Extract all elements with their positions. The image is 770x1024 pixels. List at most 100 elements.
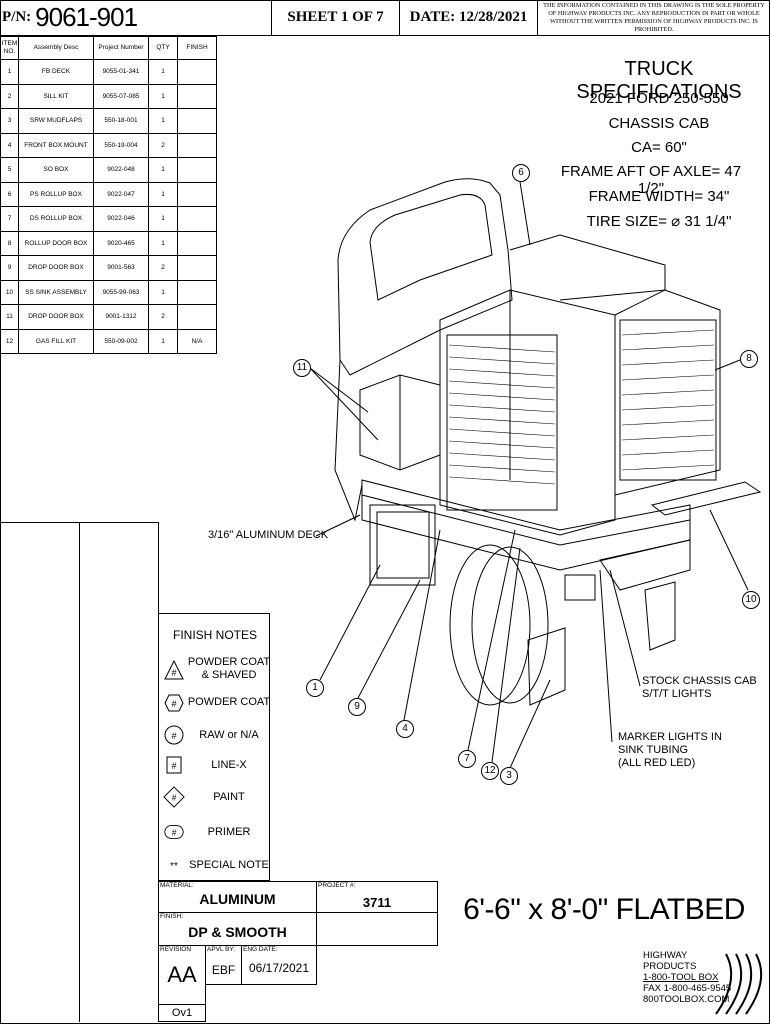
rollup-slats-right [621, 329, 715, 471]
finish-note-linex: # LINE-X [159, 752, 271, 783]
finish-note-label: RAW or N/A [199, 729, 259, 741]
bom-project-number: 9022-048 [93, 157, 149, 183]
sink [650, 481, 762, 516]
finish-note-label: SPECIAL NOTE [189, 859, 269, 871]
leader-1 [319, 564, 381, 681]
company-phone: 1-800-TOOL BOX [643, 972, 719, 983]
rollup-slats-left [448, 344, 556, 485]
part-number-label: P/N: [2, 9, 32, 25]
cab-body [337, 178, 513, 376]
part-number: P/N: 9061-901 [0, 0, 272, 36]
rollup-door-left [446, 334, 558, 511]
leader-deck [315, 514, 361, 537]
triangle-symbol-icon: # [164, 659, 184, 680]
spec-line-1: 2021 FORD 250-550 [589, 90, 729, 107]
hexagon-symbol-icon: # [164, 694, 184, 712]
proprietary-notice: THE INFORMATION CONTAINED IN THIS DRAWIN… [538, 0, 770, 36]
sheet-number: SHEET 1 OF 7 [272, 0, 400, 36]
cab-rear-window [369, 194, 493, 301]
version-value: Ov1 [171, 1007, 193, 1019]
mudflap [527, 627, 566, 706]
rear-wheel-inner [471, 546, 549, 704]
specs-title: TRUCK SPECIFICATIONS [576, 58, 742, 103]
eng-date-value: 06/17/2021 [248, 961, 310, 975]
finish-notes-title: FINISH NOTES [172, 628, 257, 642]
bom-project-number: 9001-563 [93, 255, 149, 281]
bom-qty: 1 [148, 59, 178, 85]
rollup-door-right [619, 319, 717, 481]
spec-line-6: TIRE SIZE= ⌀ 31 1/4" [586, 213, 732, 230]
project-value: 3711 [362, 895, 392, 910]
bom-qty: 1 [148, 206, 178, 232]
approval-value: EBF [211, 963, 236, 977]
revision-label: REVISION [160, 946, 192, 953]
bom-qty: 1 [148, 328, 178, 354]
finish-note-powder-shaved: # POWDER COAT & SHAVED [159, 654, 271, 685]
company-info: HIGHWAY PRODUCTS 1-800-TOOL BOX FAX 1-80… [643, 950, 731, 1005]
circle-symbol-icon: # [164, 725, 184, 745]
svg-text:#: # [171, 699, 176, 709]
leader-9 [357, 579, 421, 699]
part-number-value: 9061-901 [35, 2, 138, 32]
top-box [509, 234, 666, 316]
approval-cell: APVL BY: EBF [205, 945, 242, 985]
leader-4 [403, 529, 441, 721]
rear-wheel [449, 544, 531, 706]
callout-12: 12 [481, 762, 499, 780]
callout-4: 4 [396, 720, 414, 738]
leader-11b [309, 367, 369, 413]
finish-note-powder-coat: # POWDER COAT [159, 692, 271, 723]
finish-note-label: LINE-X [211, 759, 247, 771]
frame-block [564, 574, 596, 601]
material-cell: MATERIAL: ALUMINUM [158, 881, 317, 913]
spec-line-4: FRAME AFT OF AXLE= 47 1/2" [560, 163, 742, 197]
bom-finish [177, 255, 217, 281]
svg-text:#: # [171, 668, 176, 678]
bom-assembly-desc: SO BOX [18, 157, 94, 183]
rear-frame [599, 539, 691, 591]
finish-note-primer: # PRIMER [159, 819, 271, 850]
svg-text:#: # [172, 829, 177, 838]
rear-bracket [644, 581, 676, 651]
project-label: PROJECT #: [318, 882, 356, 889]
finish-label: FINISH: [160, 913, 184, 920]
cab-lower [334, 359, 363, 522]
finish-notes-box: FINISH NOTES # POWDER COAT & SHAVED # PO… [158, 613, 270, 881]
notice-text: THE INFORMATION CONTAINED IN THIS DRAWIN… [543, 1, 765, 33]
company-website: 800TOOLBOX.COM [643, 994, 730, 1005]
leader-8 [714, 359, 741, 371]
bom-qty: 1 [148, 157, 178, 183]
deck-plate [361, 479, 691, 571]
callout-6: 6 [512, 164, 530, 182]
finish-value: DP & SMOOTH [188, 924, 287, 940]
deck-note: 3/16" ALUMINUM DECK [208, 529, 329, 541]
stock-lights-note: STOCK CHASSIS CAB S/T/T LIGHTS [642, 675, 757, 701]
callout-7: 7 [458, 750, 476, 768]
stock-note-line-1: STOCK CHASSIS CAB [642, 675, 757, 687]
eng-date-label: ENG DATE: [243, 946, 278, 953]
finish-note-special: ** SPECIAL NOTE [159, 852, 271, 883]
project-cell: PROJECT #: 3711 [316, 881, 438, 913]
bom-finish [177, 59, 217, 85]
callout-1: 1 [306, 679, 324, 697]
leader-6 [519, 181, 531, 246]
approval-label: APVL BY: [207, 946, 236, 953]
spec-line-2: CHASSIS CAB [608, 115, 710, 132]
leader-stock [609, 569, 641, 687]
finish-note-raw: # RAW or N/A [159, 722, 271, 753]
finish-note-label: POWDER COAT [187, 696, 271, 708]
bom-finish: N/A [177, 328, 217, 354]
svg-text:#: # [171, 761, 176, 771]
bom-project-number: 9055-01-341 [93, 59, 149, 85]
front-box-lower [369, 504, 436, 586]
sheet-text: SHEET 1 OF 7 [287, 9, 384, 25]
bom-header-row: ITEM NO. Assembly Desc Project Number QT… [0, 36, 217, 60]
material-value: ALUMINUM [199, 891, 276, 907]
revision-value: AA [167, 962, 197, 987]
callout-10: 10 [742, 591, 760, 609]
